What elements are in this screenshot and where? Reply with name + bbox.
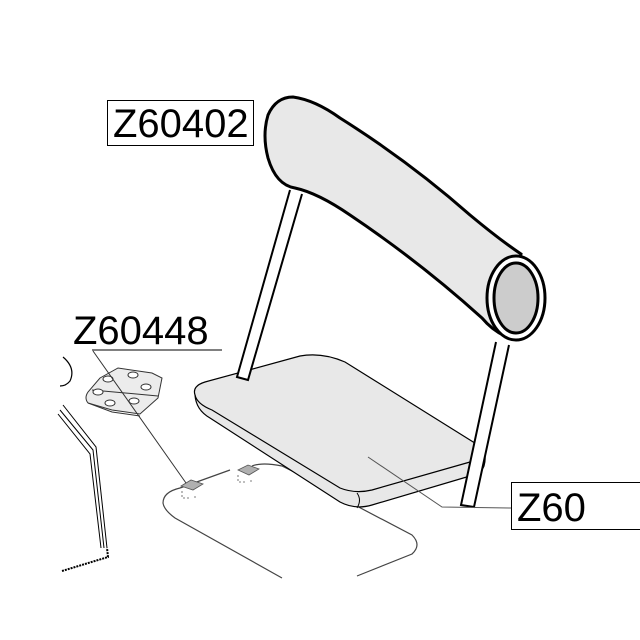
callout-z60402: Z60402: [107, 100, 254, 146]
callout-z60-partial: Z60: [511, 482, 640, 530]
base-outline: [162, 463, 418, 579]
hinge-plate: [85, 367, 163, 417]
backrest-tube: [263, 95, 547, 342]
support-posts: [235, 189, 510, 509]
side-frame: [57, 356, 110, 572]
mounting-brackets: [180, 464, 260, 499]
leader-lines: [92, 349, 512, 509]
callout-z60448: Z60448: [73, 309, 209, 353]
